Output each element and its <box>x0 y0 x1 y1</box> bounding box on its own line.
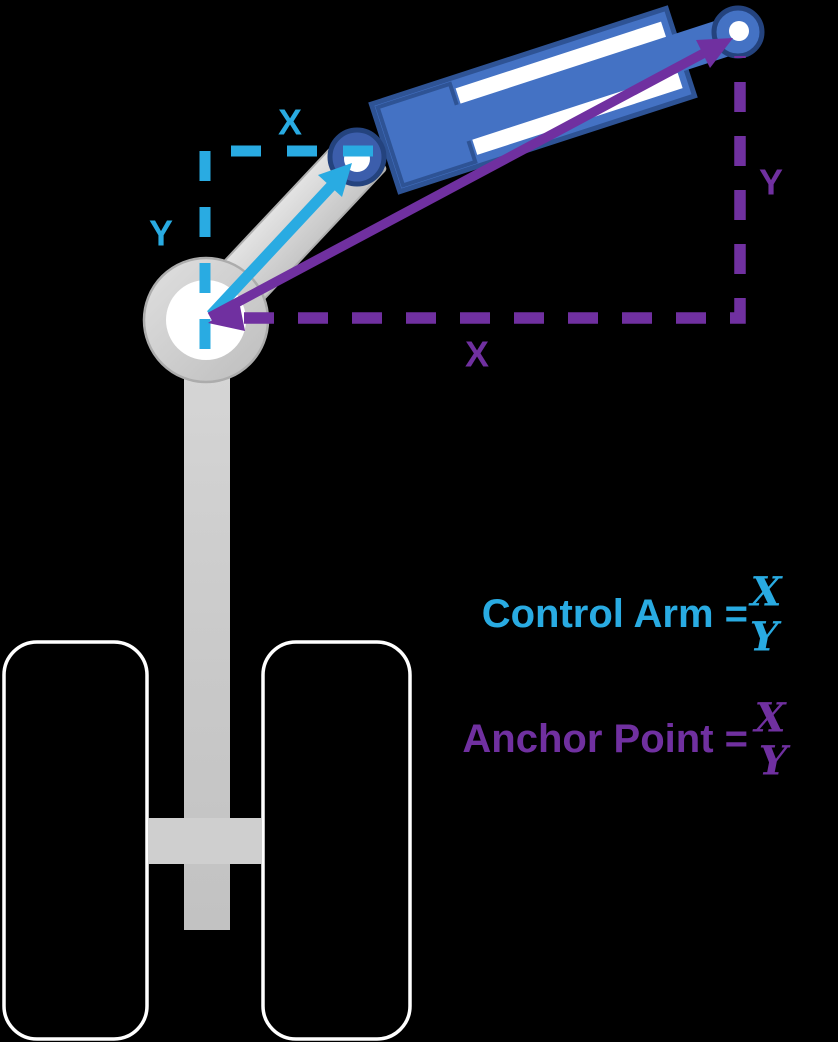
control-arm-vector-shaft <box>206 178 340 319</box>
legend-control-arm: Control Arm = X Y <box>482 569 784 661</box>
anchor-point-y-label: Y <box>759 162 783 203</box>
legend-control-arm-denominator: Y <box>750 614 782 661</box>
hydraulic-cylinder <box>368 5 755 195</box>
legend-anchor-point-label: Anchor Point = <box>462 717 748 761</box>
cylinder-rod <box>448 11 755 144</box>
control-arm-xy-dashed-line <box>199 145 374 349</box>
wheel-right <box>261 640 412 1041</box>
anchor-point-vector-shaft <box>207 47 709 322</box>
control-arm-y-label: Y <box>149 213 173 254</box>
anchor-point-vector-arrowhead <box>696 38 733 68</box>
anchor-pin-hole <box>729 21 749 41</box>
legend-anchor-point-denominator: Y <box>759 738 791 785</box>
control-arm-x-label: X <box>278 102 302 143</box>
anchor-point-xy-dashed-line <box>244 56 746 324</box>
control-arm-vector-arrowhead <box>318 163 352 197</box>
legend-anchor-point: Anchor Point = X Y <box>462 695 790 785</box>
axle <box>148 818 262 864</box>
wheel-left <box>2 640 149 1041</box>
legend-control-arm-label: Control Arm = <box>482 592 748 636</box>
legend-anchor-point-numerator: X <box>751 695 787 742</box>
legend-control-arm-numerator: X <box>747 569 783 616</box>
anchor-point-x-label: X <box>465 334 489 375</box>
